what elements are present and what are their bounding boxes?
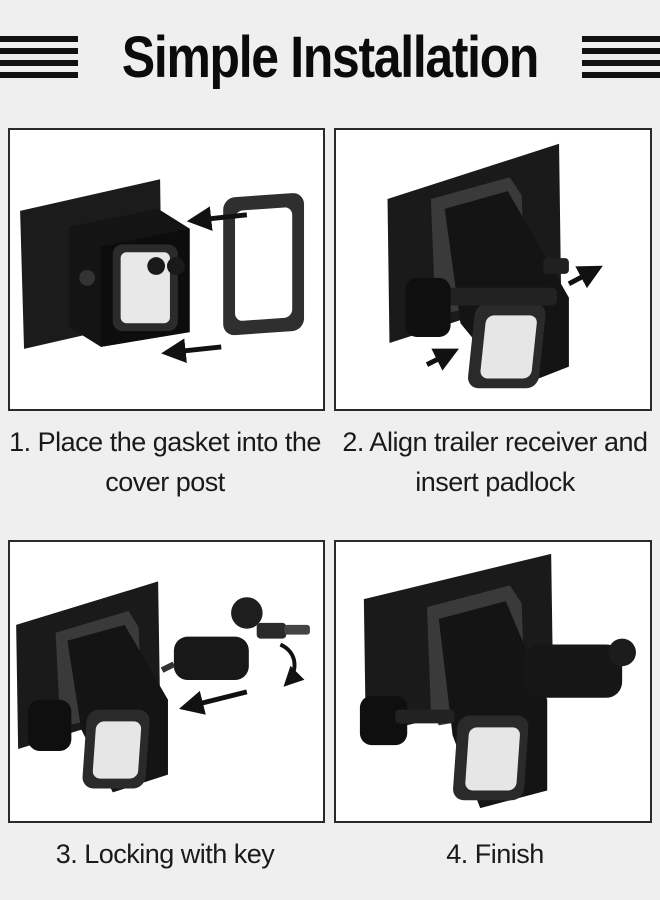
curved-arrow-icon bbox=[279, 642, 305, 687]
step-2-caption: 2. Align trailer receiver and insert pad… bbox=[330, 422, 660, 502]
step-1-caption: 1. Place the gasket into the cover post bbox=[0, 422, 330, 502]
arrow-icon bbox=[178, 689, 248, 715]
step-3-illustration bbox=[16, 581, 310, 793]
step-4-line-1: 4. Finish bbox=[446, 839, 544, 869]
step-3-caption: 3. Locking with key bbox=[0, 834, 330, 874]
step-1-image bbox=[8, 128, 325, 411]
lock-pin bbox=[428, 287, 558, 306]
padlock-knob bbox=[359, 695, 408, 746]
padlock-body bbox=[523, 644, 623, 698]
padlock-knob bbox=[27, 699, 72, 752]
arrow-icon bbox=[425, 348, 459, 371]
step-3-line-1: 3. Locking with key bbox=[55, 839, 275, 869]
step-2-line-2: insert padlock bbox=[415, 467, 575, 497]
padlock-knob bbox=[405, 277, 451, 338]
page-title: Simple Installation bbox=[121, 25, 539, 90]
step-2-line-1: 2. Align trailer receiver and bbox=[342, 427, 648, 457]
gasket bbox=[223, 193, 305, 336]
step-2-image bbox=[334, 128, 652, 411]
arrow-icon bbox=[161, 338, 222, 363]
step-4-image bbox=[334, 540, 652, 823]
header: Simple Installation bbox=[0, 22, 660, 94]
arrow-icon bbox=[186, 206, 248, 231]
header-stripes-left bbox=[0, 36, 78, 82]
step-3-image bbox=[8, 540, 325, 823]
step-4-caption: 4. Finish bbox=[330, 834, 660, 874]
step-1-line-2: cover post bbox=[105, 467, 225, 497]
step-2-illustration bbox=[387, 143, 603, 389]
step-1-illustration bbox=[20, 179, 305, 363]
step-4-illustration bbox=[359, 553, 636, 809]
key bbox=[256, 622, 287, 639]
header-stripes-right bbox=[582, 36, 660, 82]
step-1-line-1: 1. Place the gasket into the bbox=[9, 427, 321, 457]
arrow-icon bbox=[567, 265, 603, 289]
padlock-body bbox=[173, 636, 249, 681]
